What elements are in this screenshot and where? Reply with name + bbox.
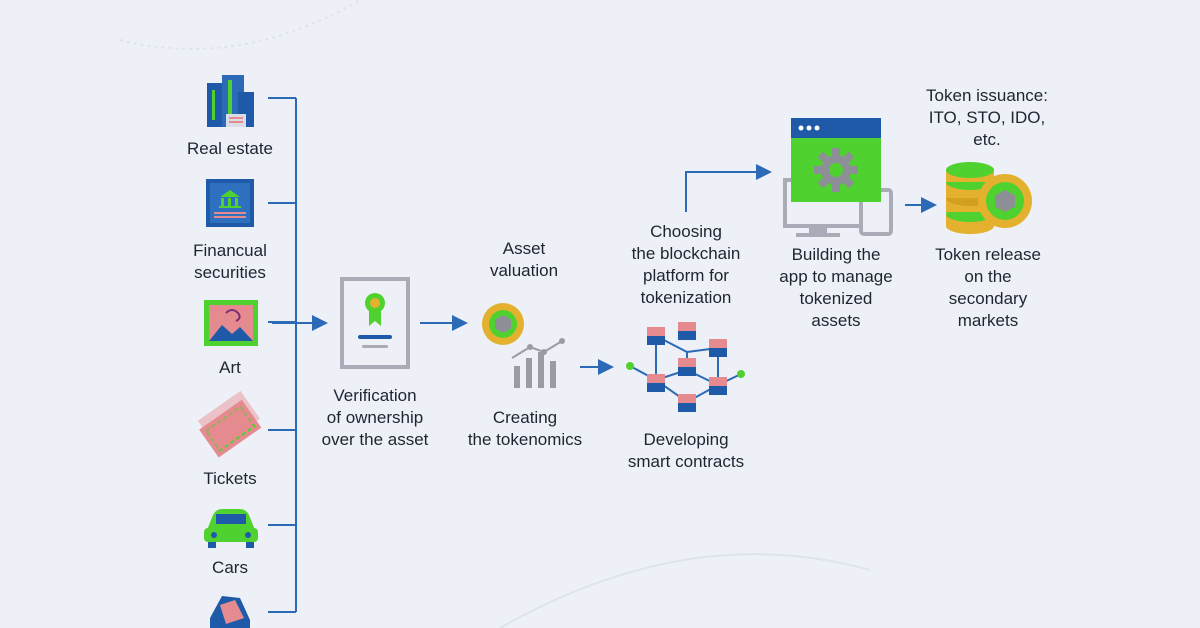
app-window-gear-icon (783, 118, 893, 237)
certificate-icon (340, 277, 410, 369)
step-label-asset-valuation: Asset valuation (489, 239, 559, 280)
arrow-platform-to-app (685, 164, 772, 212)
token-coins-icon (946, 162, 1032, 234)
asset-label-cars: Cars (212, 558, 248, 577)
step-label-token-release: Token release on the secondary markets (935, 245, 1041, 330)
step-label-verification: Verification of ownership over the asset (321, 386, 429, 449)
step-label-creating-tokenomics: Creating the tokenomics (467, 408, 583, 449)
ticket-icon (197, 390, 262, 458)
asset-label-tickets: Tickets (203, 469, 257, 488)
decorative-arc-top (119, 0, 361, 50)
car-icon (204, 509, 258, 548)
painting-icon (204, 300, 258, 346)
step-label-building-app: Building the app to manage tokenized ass… (779, 245, 893, 330)
asset-bracket-connector (268, 97, 297, 613)
gem-icon (210, 596, 250, 628)
coin-chart-icon (482, 303, 565, 388)
decorative-arc-bottom (499, 553, 871, 628)
blockchain-network-icon (626, 322, 745, 412)
step-label-developing-contracts: Developing smart contracts (627, 430, 745, 471)
asset-label-financial-securities: Financual securities (193, 241, 267, 282)
asset-label-real-estate: Real estate (187, 139, 273, 158)
step-label-choosing-platform: Choosing the blockchain platform for tok… (631, 222, 741, 307)
building-icon (207, 75, 254, 127)
step-label-token-issuance: Token issuance: ITO, STO, IDO, etc. (926, 86, 1048, 149)
bank-document-icon (206, 179, 254, 227)
asset-label-art: Art (219, 358, 241, 377)
